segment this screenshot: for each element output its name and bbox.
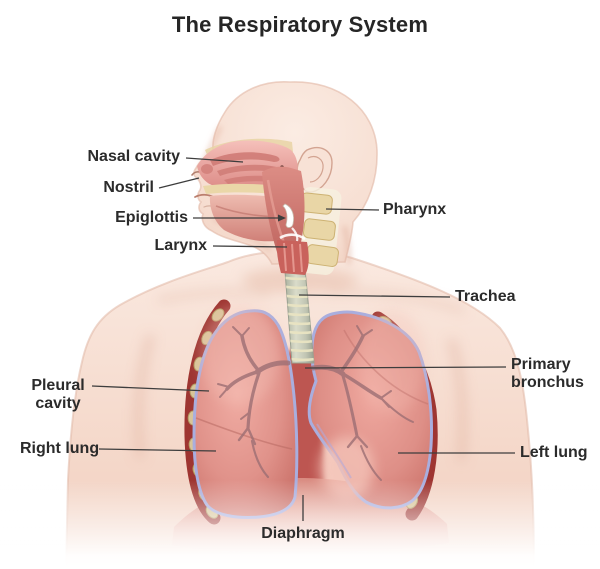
label-pleural-cavity: Pleural cavity: [31, 377, 85, 412]
label-pharynx: Pharynx: [383, 201, 447, 218]
larynx-streaks: [283, 242, 303, 273]
cardiac-notch-line: [316, 423, 352, 479]
right-lung-highlight: [200, 305, 280, 405]
pleural-cavity-line: [91, 385, 210, 392]
label-diaphragm: Diaphragm: [261, 525, 345, 542]
nasal-cavity-line: [185, 157, 244, 163]
left-lung-highlight: [358, 310, 426, 414]
label-primary-bronchus: Primary bronchus: [511, 356, 584, 391]
label-nostril: Nostril: [103, 179, 154, 196]
epiglottis-arrowhead: [278, 214, 286, 222]
left-lung-fissure: [343, 329, 429, 405]
thyroid-cartilage-streak: [291, 227, 299, 242]
label-right-lung: Right lung: [20, 440, 100, 457]
ear: [296, 146, 333, 193]
right-lung-line: [98, 448, 217, 452]
label-left-lung: Left lung: [520, 444, 588, 461]
diagram-title: The Respiratory System: [171, 12, 429, 37]
hyoid-curve: [279, 233, 306, 241]
label-larynx: Larynx: [154, 237, 207, 254]
left-lung: [307, 310, 433, 510]
larynx-region: [276, 203, 309, 275]
larynx-line: [212, 245, 288, 248]
trachea-line: [298, 294, 451, 298]
epiglottis-flap: [282, 203, 294, 228]
right-lung-fissure: [195, 417, 293, 450]
primary-bronchus-line: [304, 366, 507, 369]
nostril-line: [158, 177, 200, 189]
leader-lines: [91, 157, 515, 521]
label-trachea: Trachea: [455, 288, 516, 305]
label-epiglottis: Epiglottis: [115, 209, 188, 226]
pharynx-line: [325, 208, 380, 211]
cervical-vertebrae: [300, 192, 339, 267]
label-nasal-cavity: Nasal cavity: [87, 148, 180, 165]
right-bronchial-tree: [217, 326, 291, 479]
bottom-fade: [0, 480, 600, 569]
